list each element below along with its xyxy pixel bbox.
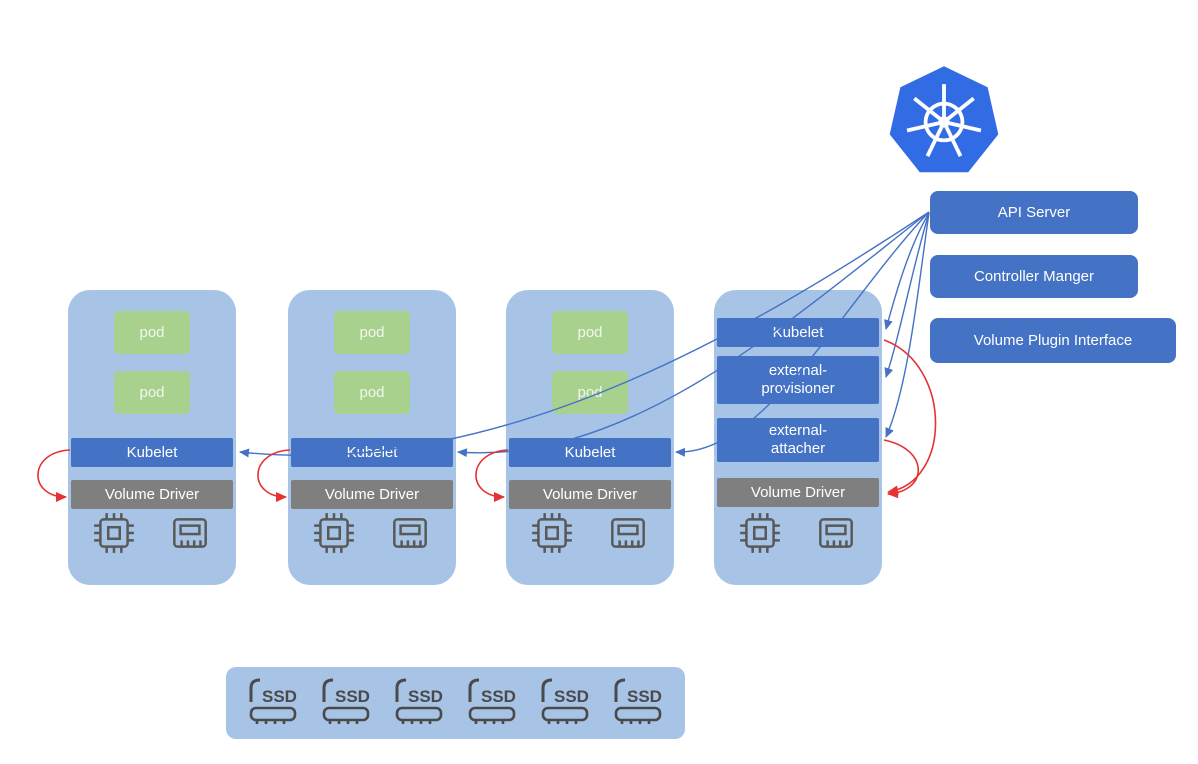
ssd-storage-pool: SSD SSD SSD SSD xyxy=(226,667,685,739)
pod: pod xyxy=(114,371,190,414)
kubelet-label: Kubelet xyxy=(346,443,398,461)
hardware-icons xyxy=(506,510,674,556)
volume-driver-bar: Volume Driver xyxy=(291,480,453,509)
ssd-label: SSD xyxy=(481,687,516,706)
kubelet-label: Kubelet xyxy=(772,323,824,341)
pod-label: pod xyxy=(577,384,603,401)
memory-icon xyxy=(611,518,645,548)
ssd-label: SSD xyxy=(335,687,370,706)
controller-manager-label: Controller Manger xyxy=(973,268,1095,285)
external-provisioner-label-line1: external- xyxy=(768,362,828,379)
pod: pod xyxy=(114,311,190,354)
volume-driver-label: Volume Driver xyxy=(104,485,200,503)
kubelet-bar: Kubelet xyxy=(717,318,879,347)
api-server-label: API Server xyxy=(997,204,1071,221)
external-provisioner-label-line2: provisioner xyxy=(761,380,835,397)
worker-node-2: pod pod Kubelet Volume Driver xyxy=(288,290,456,585)
cpu-icon xyxy=(532,513,572,553)
kubernetes-helm-wheel-icon xyxy=(889,66,999,173)
kubelet-bar: Kubelet xyxy=(291,438,453,467)
cpu-icon xyxy=(314,513,354,553)
api-server-box: API Server xyxy=(930,191,1138,234)
ssd-label: SSD xyxy=(408,687,443,706)
external-provisioner-bar: external- provisioner xyxy=(717,356,879,404)
hardware-icons xyxy=(714,510,882,556)
ssd-icon: SSD xyxy=(249,678,297,724)
volume-driver-label: Volume Driver xyxy=(542,485,638,503)
hardware-icons xyxy=(288,510,456,556)
controller-manager-box: Controller Manger xyxy=(930,255,1138,298)
worker-node-1: pod pod Kubelet Volume Driver xyxy=(68,290,236,585)
kubelet-bar: Kubelet xyxy=(509,438,671,467)
pod-label: pod xyxy=(139,324,165,341)
memory-icon xyxy=(819,518,853,548)
ssd-icon: SSD xyxy=(322,678,370,724)
ssd-label: SSD xyxy=(627,687,662,706)
volume-driver-label: Volume Driver xyxy=(324,485,420,503)
worker-node-3: pod pod Kubelet Volume Driver xyxy=(506,290,674,585)
cpu-icon xyxy=(740,513,780,553)
kubelet-label: Kubelet xyxy=(126,443,178,461)
pod-label: pod xyxy=(577,324,603,341)
ssd-icon: SSD xyxy=(468,678,516,724)
volume-driver-bar: Volume Driver xyxy=(509,480,671,509)
pod-label: pod xyxy=(359,324,385,341)
kubelet-bar: Kubelet xyxy=(71,438,233,467)
ssd-label: SSD xyxy=(554,687,589,706)
ssd-icon: SSD xyxy=(541,678,589,724)
volume-driver-bar: Volume Driver xyxy=(71,480,233,509)
ssd-label: SSD xyxy=(262,687,297,706)
ssd-icon: SSD xyxy=(395,678,443,724)
external-attacher-label-line1: external- xyxy=(768,422,828,439)
external-attacher-label-line2: attacher xyxy=(770,440,826,457)
ssd-icon: SSD xyxy=(614,678,662,724)
csi-node: Kubelet external- provisioner external- … xyxy=(714,290,882,585)
volume-plugin-interface-label: Volume Plugin Interface xyxy=(973,332,1133,349)
pod: pod xyxy=(552,371,628,414)
cpu-icon xyxy=(94,513,134,553)
pod-label: pod xyxy=(359,384,385,401)
memory-icon xyxy=(393,518,427,548)
volume-driver-label: Volume Driver xyxy=(750,483,846,501)
pod: pod xyxy=(334,311,410,354)
pod: pod xyxy=(552,311,628,354)
pod: pod xyxy=(334,371,410,414)
external-attacher-bar: external- attacher xyxy=(717,418,879,462)
hardware-icons xyxy=(68,510,236,556)
volume-driver-bar: Volume Driver xyxy=(717,478,879,507)
pod-label: pod xyxy=(139,384,165,401)
memory-icon xyxy=(173,518,207,548)
kubelet-label: Kubelet xyxy=(564,443,616,461)
volume-plugin-interface-box: Volume Plugin Interface xyxy=(930,318,1176,363)
kubernetes-logo xyxy=(885,64,1003,180)
